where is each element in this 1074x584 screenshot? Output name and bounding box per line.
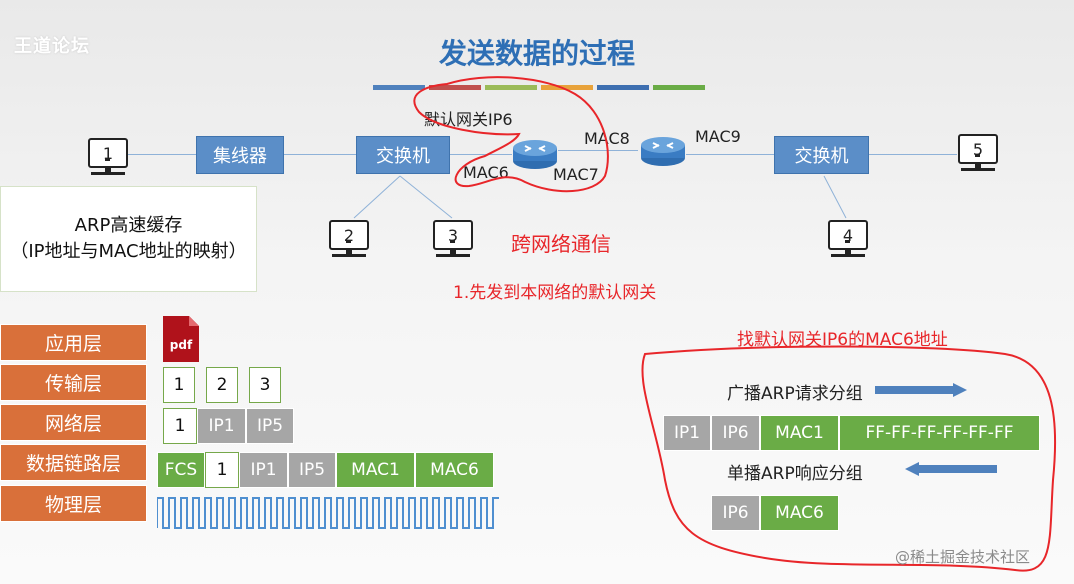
unicast-label: 单播ARP响应分组 <box>727 464 863 484</box>
layer-physical: 物理层 <box>0 485 147 522</box>
packet-dst-ip: IP5 <box>246 408 294 444</box>
switch-downlinks <box>353 175 453 219</box>
switch-left-box: 交换机 <box>356 136 450 174</box>
link-switch-pc5 <box>867 154 957 155</box>
pdf-file-icon <box>163 316 199 362</box>
title-stripe-4 <box>541 85 593 90</box>
unicast-arrow-icon <box>905 462 997 476</box>
arp-reply-ip: IP6 <box>711 495 760 531</box>
frame-src-mac: MAC1 <box>336 452 415 488</box>
physical-signal-waveform <box>157 497 499 529</box>
mac6-label: MAC6 <box>463 163 509 182</box>
packet-data: 1 <box>163 408 197 444</box>
gateway-highlight-loop <box>413 76 609 193</box>
layer-application: 应用层 <box>0 324 147 361</box>
step1-note: 1.先发到本网络的默认网关 <box>453 283 657 303</box>
arp-req-src-mac: MAC1 <box>760 415 839 451</box>
segment-3: 3 <box>249 367 281 403</box>
switch-right-downlink <box>823 175 847 219</box>
title-stripe-2 <box>429 85 481 90</box>
title-stripe-3 <box>485 85 537 90</box>
frame-dst-mac: MAC6 <box>415 452 494 488</box>
mac7-label: MAC7 <box>553 165 599 184</box>
frame-data: 1 <box>205 452 239 488</box>
watermark-logo: 王道论坛 <box>14 36 90 57</box>
footer-watermark: @稀土掘金技术社区 <box>895 548 1031 566</box>
link-switch-router1 <box>448 154 512 155</box>
arp-req-dst-mac: FF-FF-FF-FF-FF-FF <box>839 415 1040 451</box>
title-stripe-6 <box>653 85 705 90</box>
arp-cache-box: ARP高速缓存 （IP地址与MAC地址的映射） <box>0 186 257 292</box>
router-icon <box>513 140 557 169</box>
router-icon-2 <box>641 137 685 166</box>
pc-2-label: 2 <box>329 220 369 250</box>
pc-3-label: 3 <box>433 220 473 250</box>
switch-right-box: 交换机 <box>774 136 869 174</box>
broadcast-label: 广播ARP请求分组 <box>727 384 863 404</box>
cross-network-note: 跨网络通信 <box>511 232 611 256</box>
link-pc1-hub <box>128 154 196 155</box>
mac8-label: MAC8 <box>584 129 630 148</box>
find-mac-note: 找默认网关IP6的MAC6地址 <box>737 330 948 350</box>
pc-1-label: 1 <box>88 138 128 168</box>
arp-req-src-ip: IP1 <box>663 415 711 451</box>
arp-reply-mac: MAC6 <box>760 495 839 531</box>
default-gateway-label: 默认网关IP6 <box>424 110 513 129</box>
segment-1: 1 <box>163 367 195 403</box>
layer-transport: 传输层 <box>0 364 147 401</box>
arp-cache-title: ARP高速缓存 <box>74 215 183 236</box>
hub-box: 集线器 <box>196 136 284 174</box>
frame-dst-ip: IP5 <box>288 452 336 488</box>
packet-src-ip: IP1 <box>197 408 246 444</box>
title-stripe-1 <box>373 85 425 90</box>
link-router1-router2 <box>558 150 638 151</box>
pc-4-label: 4 <box>828 220 868 250</box>
page-title: 发送数据的过程 <box>438 37 635 70</box>
layer-datalink: 数据链路层 <box>0 444 147 481</box>
arp-req-dst-ip: IP6 <box>711 415 760 451</box>
mac9-label: MAC9 <box>695 127 741 146</box>
link-hub-switch <box>282 154 356 155</box>
arp-highlight-loop <box>641 345 1057 572</box>
layer-network: 网络层 <box>0 404 147 441</box>
frame-fcs: FCS <box>157 452 205 488</box>
title-stripe-5 <box>597 85 649 90</box>
segment-2: 2 <box>206 367 238 403</box>
pdf-label: pdf <box>169 338 193 352</box>
link-router2-switch <box>686 154 774 155</box>
pc-5-label: 5 <box>958 134 998 164</box>
arp-cache-subtitle: （IP地址与MAC地址的映射） <box>10 241 247 262</box>
frame-src-ip: IP1 <box>239 452 288 488</box>
broadcast-arrow-icon <box>875 383 967 397</box>
